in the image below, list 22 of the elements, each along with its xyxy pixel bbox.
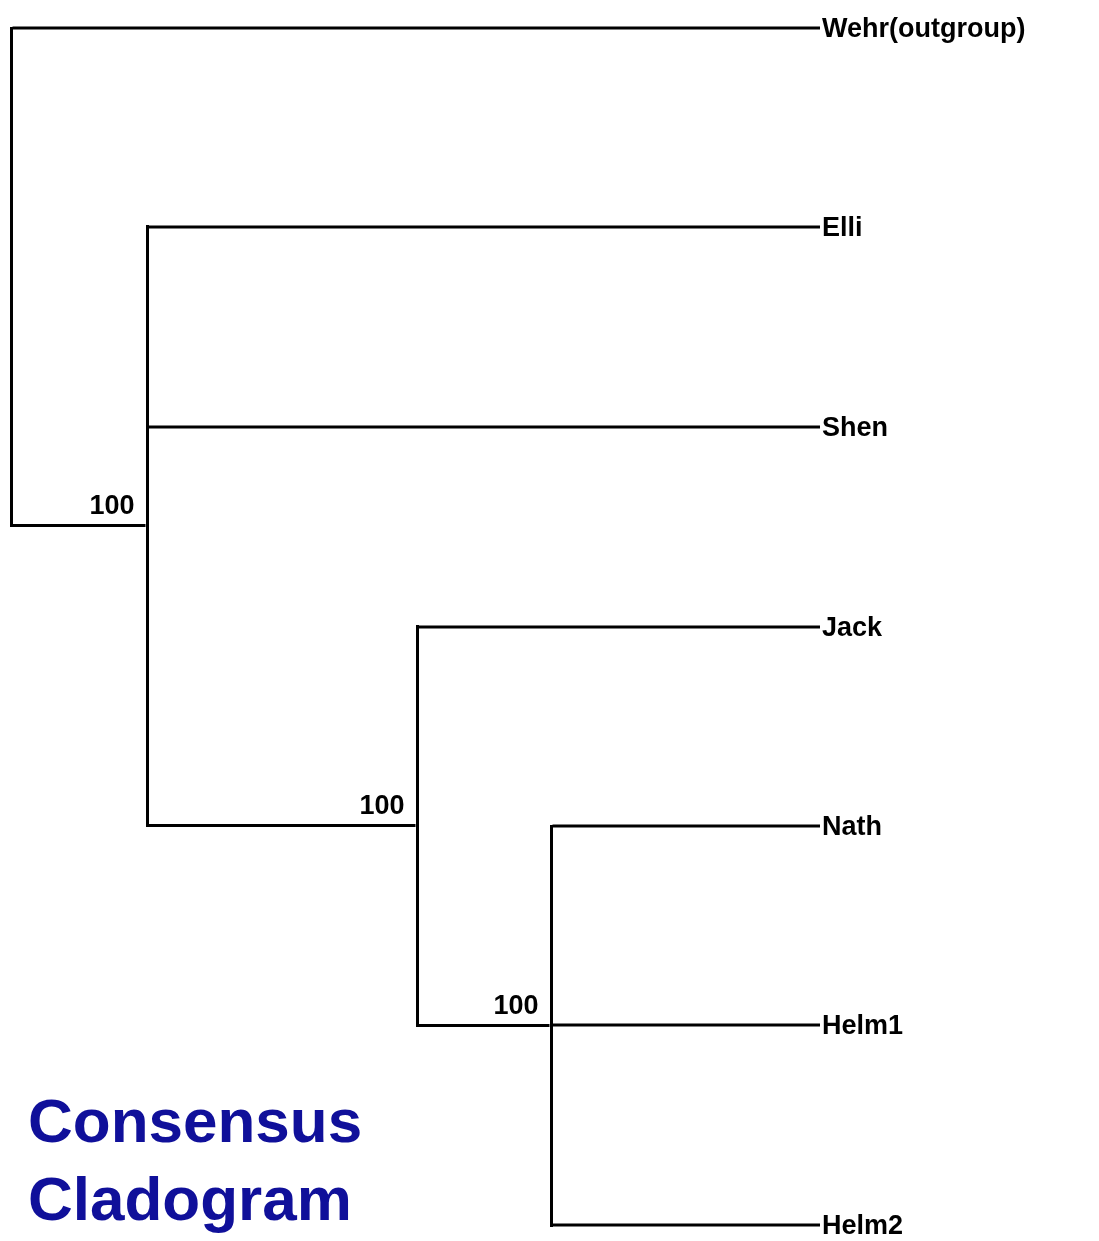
support-value: 100: [359, 790, 405, 820]
branch-line: [552, 1223, 820, 1227]
branch-line: [148, 824, 416, 827]
support-value: 100: [89, 490, 135, 520]
branch-line: [12, 524, 146, 527]
branch-line: [418, 1024, 550, 1027]
support-value: 100: [493, 990, 539, 1020]
diagram-title: Consensus Cladogram: [28, 1085, 364, 1235]
taxon-label: Elli: [822, 212, 863, 242]
branch-line: [148, 425, 820, 429]
taxon-label: Helm2: [822, 1210, 904, 1240]
taxon-label: Nath: [822, 811, 882, 841]
taxon-label: Jack: [822, 612, 883, 642]
branch-line: [148, 225, 820, 229]
taxon-label: Shen: [822, 412, 888, 442]
taxon-label: Helm1: [822, 1010, 904, 1040]
branch-line: [552, 1023, 820, 1027]
branch-line: [552, 824, 820, 828]
branch-line: [12, 26, 820, 30]
branch-line: [418, 625, 820, 629]
clade-branch-line: [9, 26, 13, 527]
taxon-label: Wehr(outgroup): [822, 13, 1026, 43]
